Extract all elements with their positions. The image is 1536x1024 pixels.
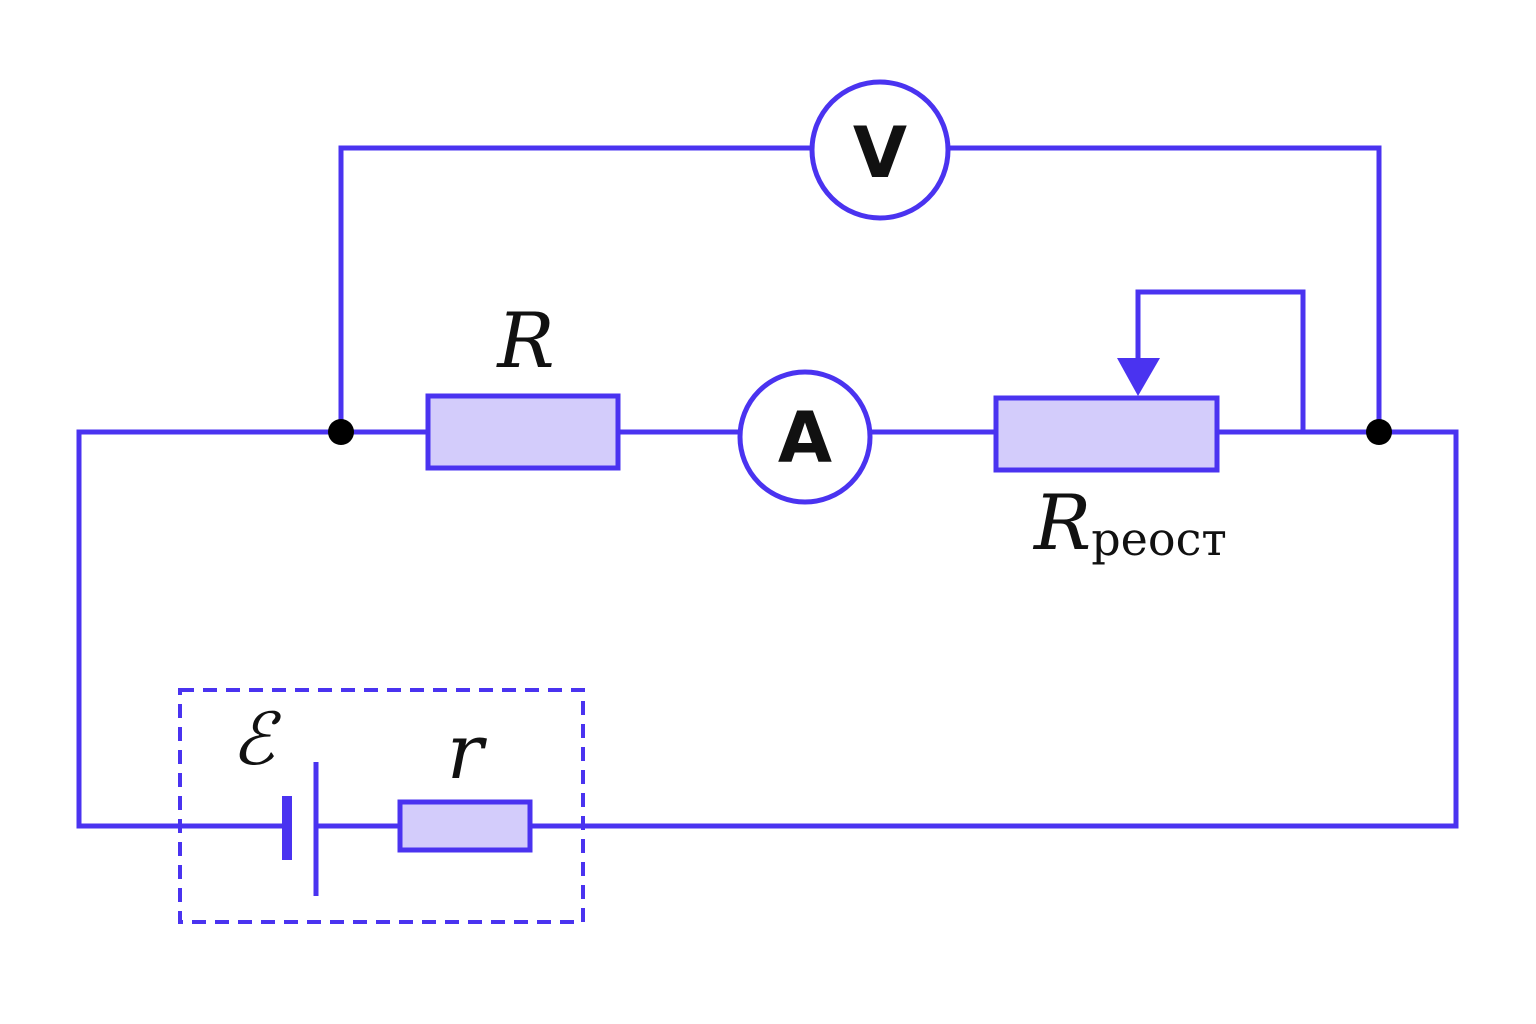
emf-label: ℰ xyxy=(231,697,281,781)
ammeter-symbol: A xyxy=(778,397,832,479)
internal-resistor-r xyxy=(397,799,533,853)
voltmeter-symbol: V xyxy=(853,112,907,194)
source-boundary xyxy=(178,688,585,924)
rheostat-label: Rреост xyxy=(1032,478,1227,567)
resistor-label: R xyxy=(495,296,554,385)
internal-resistance-label: r xyxy=(447,707,488,796)
outer-left-wire xyxy=(76,429,344,829)
rheostat-label-subscript: реост xyxy=(1091,512,1227,566)
rheostat xyxy=(993,395,1220,473)
rheostat-slider-wire xyxy=(1135,289,1306,435)
voltmeter-branch-right-wire xyxy=(945,145,1382,435)
ammeter xyxy=(737,369,873,505)
rheostat-slider-arrow xyxy=(1117,358,1160,396)
rheostat-label-main: R xyxy=(1032,478,1091,567)
voltmeter-branch-left-wire xyxy=(338,145,815,435)
outer-right-wire xyxy=(527,429,1459,829)
junction-node-right xyxy=(1366,419,1392,445)
voltmeter xyxy=(809,79,951,221)
resistor-r xyxy=(425,393,621,471)
junction-node-left xyxy=(328,419,354,445)
